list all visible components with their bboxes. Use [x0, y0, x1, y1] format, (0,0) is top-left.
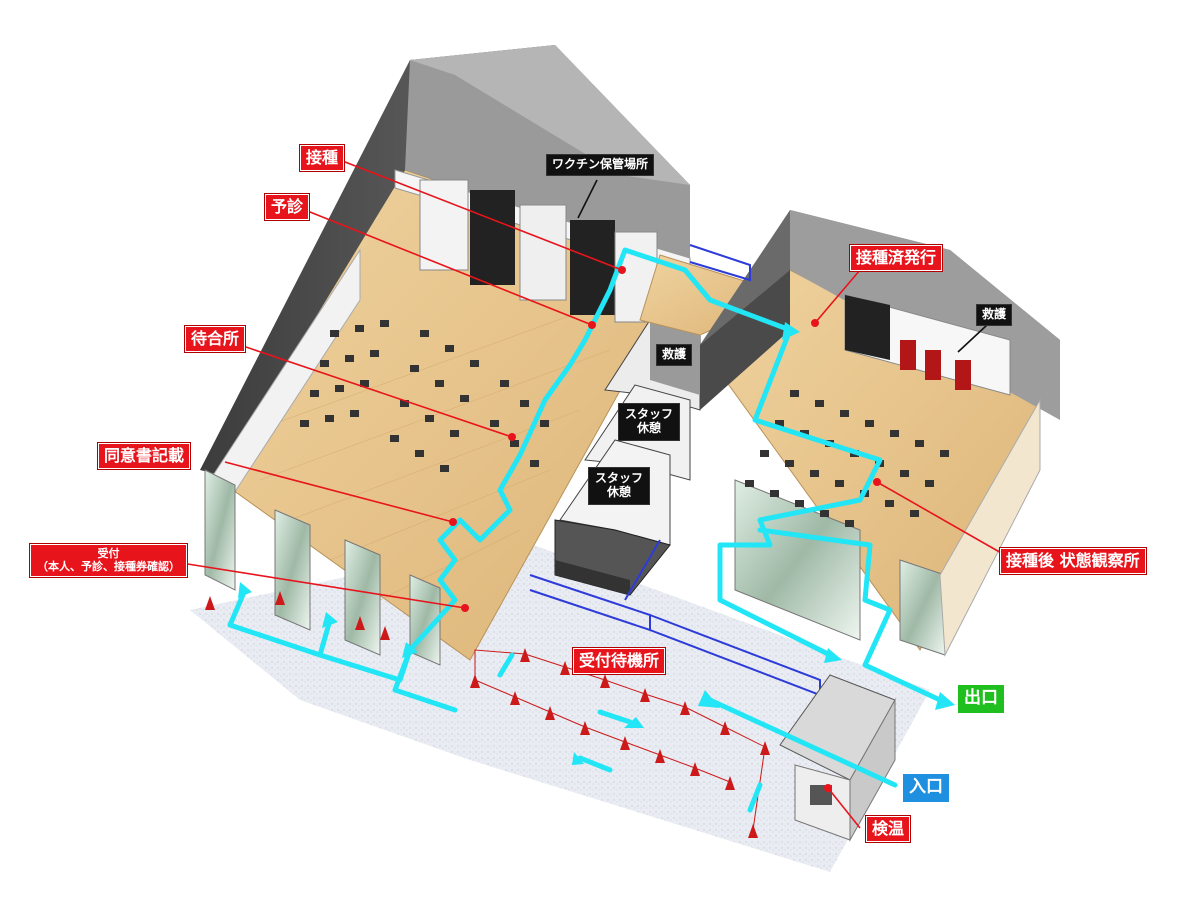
flow-exit-path — [757, 527, 943, 703]
flow-queue-1 — [497, 652, 515, 678]
label-first-aid-center: 救護 — [656, 344, 693, 366]
left-waiting-chairs — [300, 320, 549, 472]
blue-fences — [529, 244, 821, 697]
flow-main-path — [392, 247, 883, 713]
label-exit: 出口 — [958, 685, 1004, 713]
label-staff-rest-2-line1: スタッフ — [595, 471, 644, 485]
leader-dots — [449, 266, 881, 792]
label-staff-rest-2: スタッフ 休憩 — [588, 467, 651, 505]
label-temperature-check: 検温 — [866, 816, 911, 843]
label-cert-issue: 接種済発行 — [850, 245, 943, 272]
label-reception: 受付 （本人、予診、接種券確認） — [30, 544, 187, 578]
label-reception-waiting: 受付待機所 — [573, 648, 666, 675]
flow-arrows — [227, 247, 943, 813]
label-staff-rest-2-line2: 休憩 — [607, 484, 632, 499]
temperature-tent — [779, 674, 896, 842]
label-reception-line2: （本人、予診、接種券確認） — [37, 559, 180, 573]
right-west-wall — [700, 270, 790, 410]
queue-cones — [205, 591, 770, 838]
label-pre-exam: 予診 — [265, 194, 310, 221]
label-staff-rest-1-line2: 休憩 — [637, 420, 662, 435]
label-vaccination: 接種 — [300, 145, 345, 172]
first-aid-room — [844, 294, 1011, 396]
flow-arrow-heads — [238, 322, 955, 765]
label-vaccine-storage: ワクチン保管場所 — [546, 154, 655, 176]
flow-queue-2 — [597, 709, 633, 725]
glass-partitions-left — [204, 469, 441, 666]
flow-entrance-path — [707, 697, 898, 788]
label-consent-form: 同意書記載 — [98, 443, 191, 470]
label-staff-rest-1: スタッフ 休憩 — [618, 403, 681, 441]
flow-queue-3 — [577, 755, 613, 773]
label-reception-line1: 受付 — [97, 547, 120, 560]
label-waiting-area: 待合所 — [185, 326, 246, 353]
flow-left-branch-3 — [317, 647, 413, 683]
label-observation-area: 接種後 状態観察所 — [1000, 548, 1146, 575]
label-staff-rest-1-line1: スタッフ — [625, 407, 674, 421]
flow-queue-4 — [747, 782, 763, 813]
label-entrance: 入口 — [903, 774, 949, 802]
label-first-aid-right: 救護 — [976, 304, 1013, 326]
black-leader-lines — [577, 179, 988, 353]
left-building-gable-shade — [410, 45, 690, 185]
leader-lines — [174, 159, 1011, 829]
